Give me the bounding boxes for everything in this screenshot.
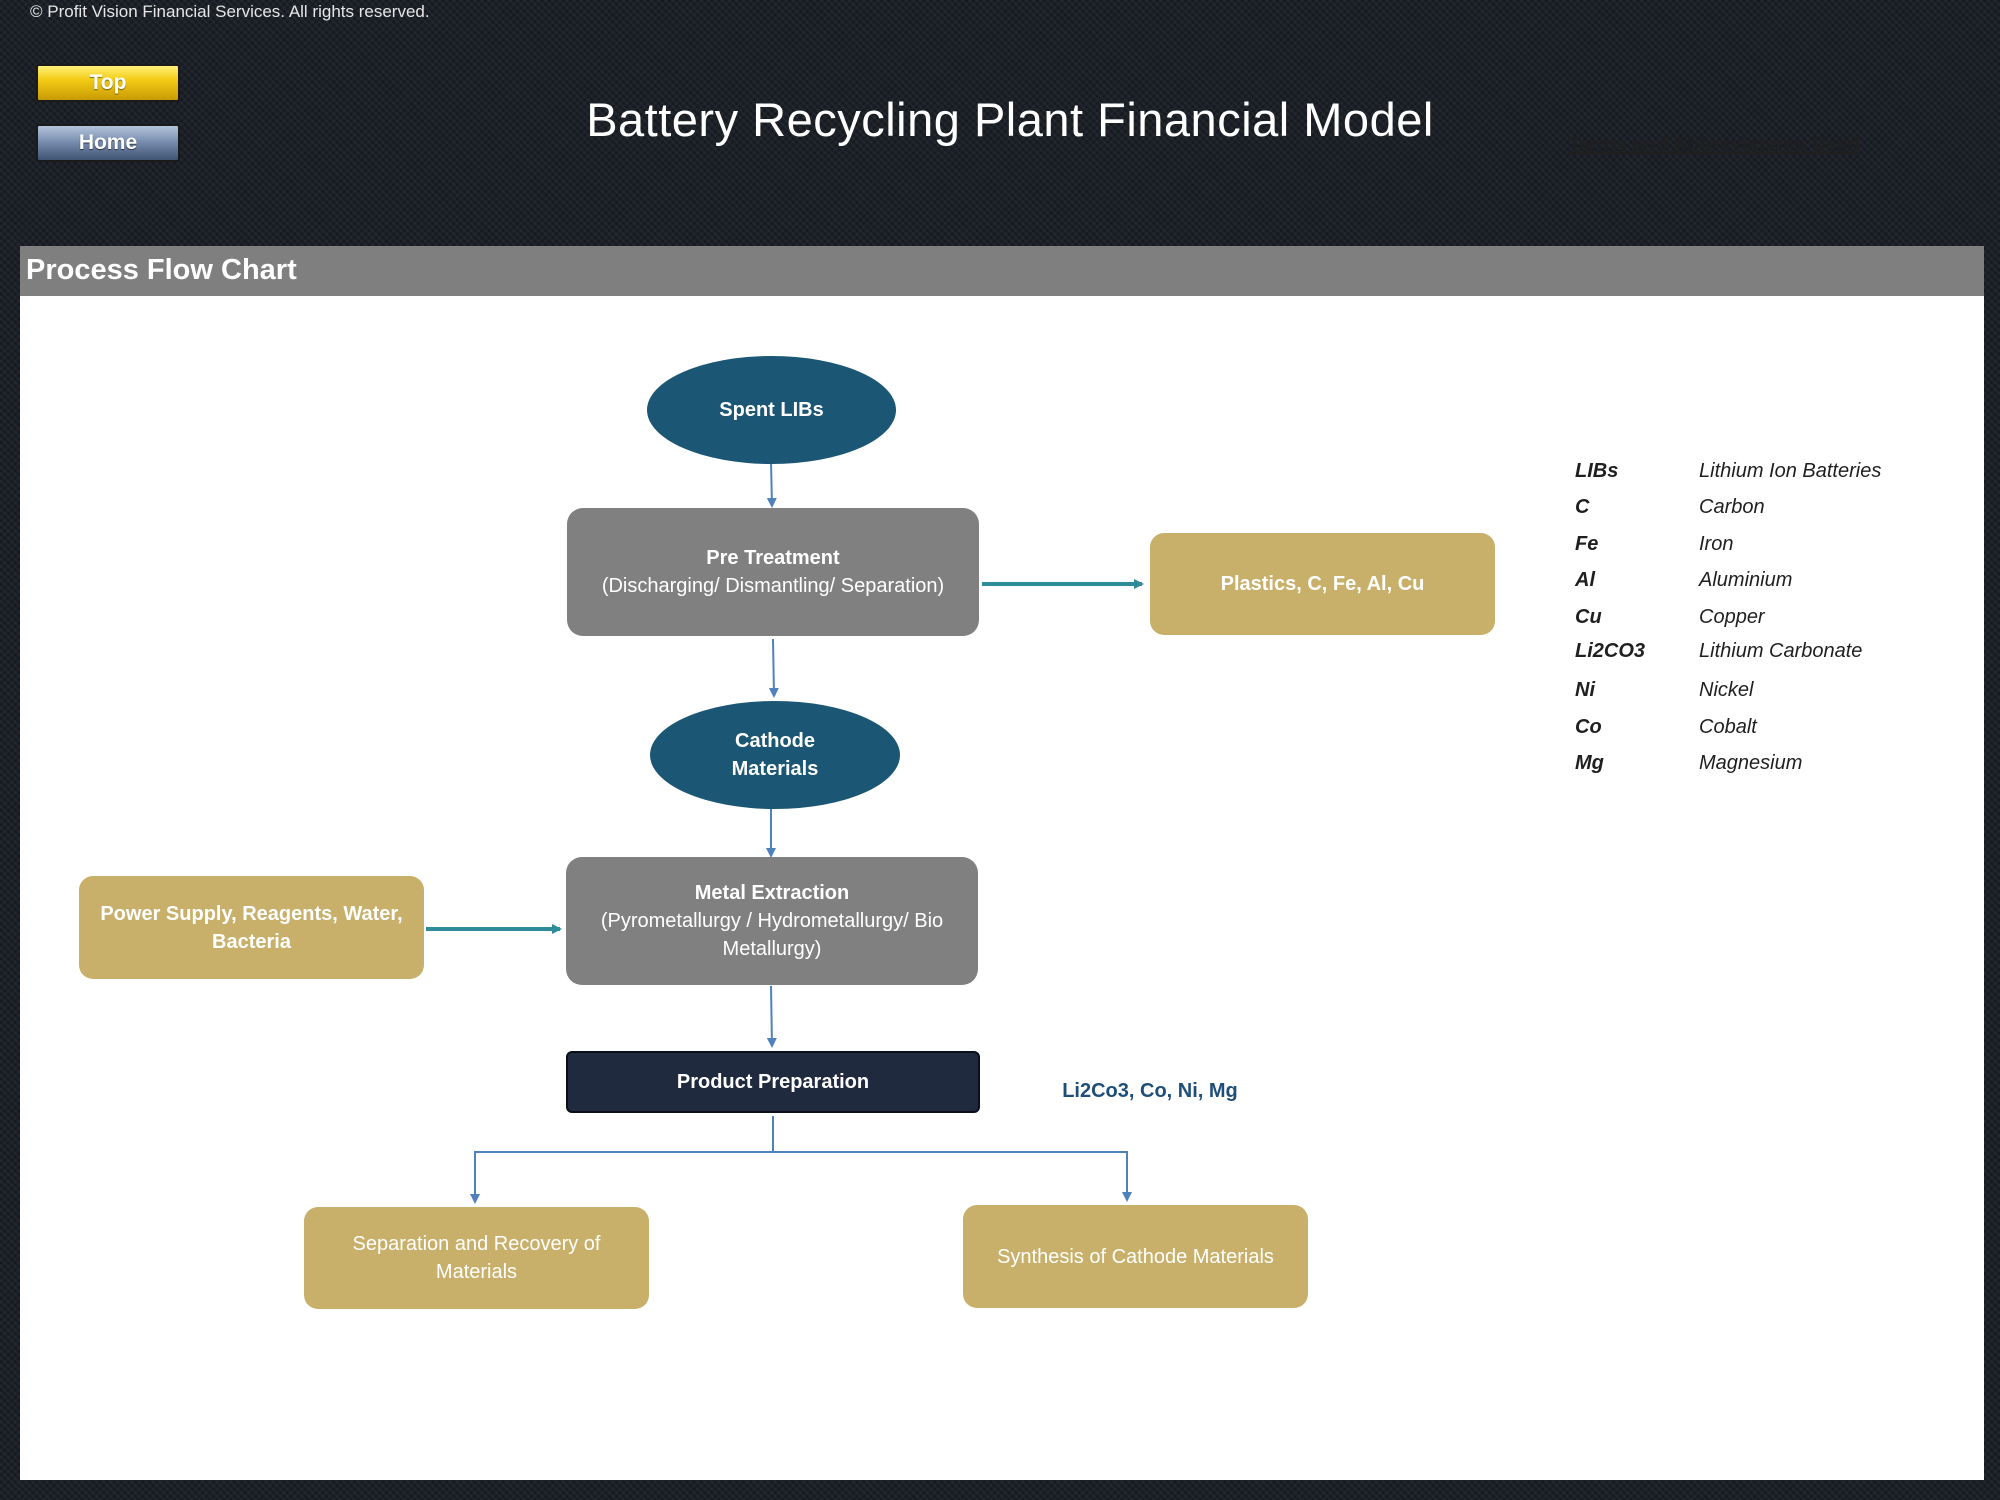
separation-recovery-label: Separation and Recovery of Materials xyxy=(352,1233,601,1283)
home-button[interactable]: Home xyxy=(36,124,180,162)
spent-libs-label: Spent LIBs xyxy=(719,399,824,421)
term-abbr: Al xyxy=(1575,569,1595,591)
arrow-spent-to-pretreatment xyxy=(766,461,777,508)
synthesis-output-note: Li2Co3, Co, Ni, Mg xyxy=(1062,1080,1238,1102)
product-preparation-label: Product Preparation xyxy=(676,1071,870,1093)
term-definition: Magnesium xyxy=(1699,752,1803,774)
flow-connectors xyxy=(426,461,1144,1204)
pre-treatment-title: Pre Treatment xyxy=(706,547,840,569)
copyright-notice: © Profit Vision Financial Services. All … xyxy=(30,2,430,21)
synthesis-node: Synthesis of Cathode Materials xyxy=(963,1205,1308,1308)
term-definition: Carbon xyxy=(1699,496,1765,518)
cathode-materials-line1: Cathode xyxy=(735,730,815,752)
term-abbr: C xyxy=(1575,496,1590,518)
product-preparation-node: Product Preparation xyxy=(566,1051,980,1113)
term-abbr: Li2CO3 xyxy=(1575,640,1646,662)
cathode-materials-node: Cathode Materials xyxy=(650,701,900,809)
branch-connector-right xyxy=(773,1151,1132,1202)
term-abbr: Co xyxy=(1575,716,1602,738)
metal-extraction-node: Metal Extraction (Pyrometallurgy / Hydro… xyxy=(566,857,978,985)
term-definition: Lithium Ion Batteries xyxy=(1699,460,1882,482)
arrow-pretreatment-to-cathode xyxy=(768,638,779,698)
term-abbr: Ni xyxy=(1575,679,1595,701)
terms-heading: Terms and Abbreviations Used xyxy=(1568,134,1861,156)
page-title: Battery Recycling Plant Financial Model xyxy=(586,93,1434,146)
section-header-bar: Process Flow Chart xyxy=(20,246,1984,296)
term-definition: Lithium Carbonate xyxy=(1699,640,1863,662)
separation-recovery-node: Separation and Recovery of Materials xyxy=(304,1207,649,1309)
metal-extraction-title: Metal Extraction xyxy=(694,882,850,904)
term-abbr: Mg xyxy=(1575,752,1604,774)
pre-treatment-node: Pre Treatment (Discharging/ Dismantling/… xyxy=(567,508,979,636)
byproducts-label: Plastics, C, Fe, Al, Cu xyxy=(1220,573,1425,595)
term-definition: Nickel xyxy=(1699,679,1754,701)
term-definition: Iron xyxy=(1699,533,1734,555)
pre-treatment-detail: (Discharging/ Dismantling/ Separation) xyxy=(601,575,945,597)
synthesis-label: Synthesis of Cathode Materials xyxy=(997,1245,1274,1268)
term-definition: Cobalt xyxy=(1699,716,1757,738)
inputs-node: Power Supply, Reagents, Water, Bacteria xyxy=(79,876,424,979)
section-title: Process Flow Chart xyxy=(26,254,297,286)
term-abbr: Cu xyxy=(1575,606,1602,628)
spent-libs-node: Spent LIBs xyxy=(647,356,896,464)
arrow-extraction-to-product xyxy=(766,985,777,1048)
cathode-materials-line2: Materials xyxy=(731,758,819,780)
top-button[interactable]: Top xyxy=(36,64,180,102)
inputs-label: Power Supply, Reagents, Water, Bacteria xyxy=(100,902,403,953)
byproducts-node: Plastics, C, Fe, Al, Cu xyxy=(1150,533,1495,635)
term-abbr: LIBs xyxy=(1575,460,1619,482)
term-definition: Copper xyxy=(1699,606,1765,628)
metal-extraction-detail: (Pyrometallurgy / Hydrometallurgy/ Bio M… xyxy=(600,910,944,960)
branch-connector xyxy=(470,1116,774,1204)
term-abbr: Fe xyxy=(1575,533,1599,555)
term-definition: Aluminium xyxy=(1699,569,1793,591)
